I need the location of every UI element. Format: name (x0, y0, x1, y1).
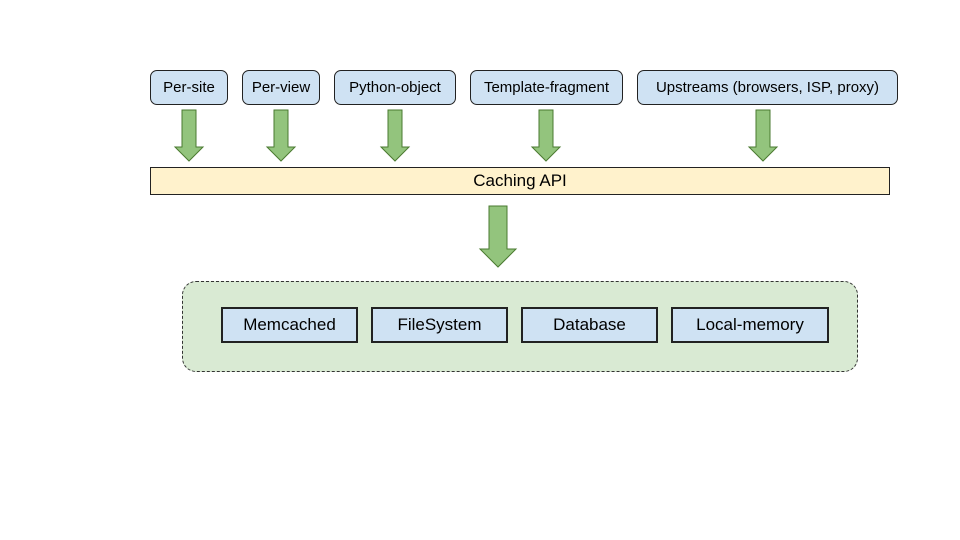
source-per-site: Per-site (150, 70, 228, 105)
backend-local-memory: Local-memory (671, 307, 829, 343)
arrow-down-icon (747, 109, 779, 162)
source-per-view: Per-view (242, 70, 320, 105)
source-template-fragment: Template-fragment (470, 70, 623, 105)
arrow-down-icon (530, 109, 562, 162)
arrow-down-icon (173, 109, 205, 162)
arrow-down-icon (265, 109, 297, 162)
arrow-down-icon (379, 109, 411, 162)
backend-filesystem: FileSystem (371, 307, 508, 343)
source-upstreams: Upstreams (browsers, ISP, proxy) (637, 70, 898, 105)
backend-database: Database (521, 307, 658, 343)
arrow-down-icon (478, 205, 518, 268)
backend-memcached: Memcached (221, 307, 358, 343)
caching-api-bar: Caching API (150, 167, 890, 195)
source-python-object: Python-object (334, 70, 456, 105)
